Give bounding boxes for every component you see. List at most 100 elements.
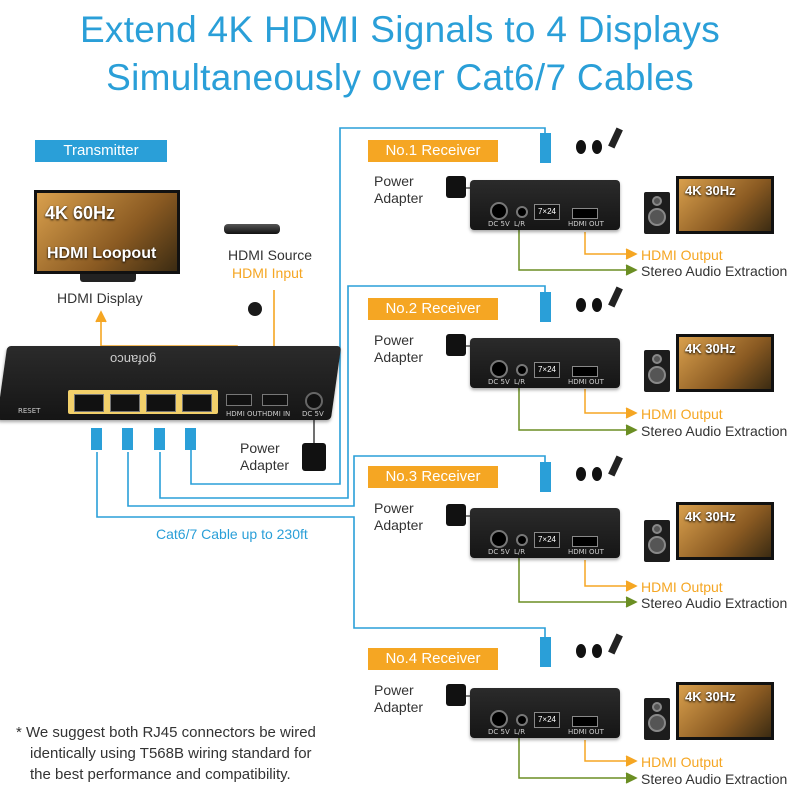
receiver-4-device: 7×24 DC 5V L/R HDMI OUT (470, 688, 620, 738)
hdmi-out-port (572, 208, 598, 219)
audio-port (516, 364, 528, 376)
display-resolution: 4K 60Hz (45, 203, 115, 224)
audio-port (516, 714, 528, 726)
receiver-2-power-1: Power (374, 331, 414, 349)
speaker-icon (644, 192, 670, 234)
receiver-4-resolution: 4K 30Hz (685, 689, 736, 704)
receiver-2-tv: 4K 30Hz (676, 334, 774, 392)
receiver-3-power-1: Power (374, 499, 414, 517)
ir-receiver-icon (576, 644, 586, 658)
rj45-plug-icon (540, 292, 551, 322)
lr-label: L/R (514, 220, 525, 228)
hdmi-out-label: HDMI OUT (568, 378, 604, 386)
ir-sensor-icon (248, 302, 262, 316)
power-adapter-icon (302, 443, 326, 471)
receiver-4-audio: Stereo Audio Extraction (641, 770, 787, 788)
hdmi-out-label: HDMI OUT (568, 728, 604, 736)
hdmi-out-label: HDMI OUT (568, 220, 604, 228)
tv-stand (80, 274, 136, 282)
hdmi-out-label: HDMI OUT (568, 548, 604, 556)
rj45-port-2 (110, 394, 140, 412)
hdmi-in-port (262, 394, 288, 406)
dc-label: DC 5V (488, 378, 510, 386)
tx-power-label-2: Adapter (240, 456, 289, 474)
receiver-4-power-1: Power (374, 681, 414, 699)
audio-port (516, 534, 528, 546)
power-adapter-icon (446, 176, 466, 198)
tx-power-label-1: Power (240, 439, 280, 457)
receiver-3-tv: 4K 30Hz (676, 502, 774, 560)
receiver-1-power-2: Adapter (374, 189, 423, 207)
receiver-3-resolution: 4K 30Hz (685, 509, 736, 524)
speaker-icon (644, 698, 670, 740)
lr-label: L/R (514, 728, 525, 736)
receiver-1-tv: 4K 30Hz (676, 176, 774, 234)
dc-label: DC 5V (488, 548, 510, 556)
ir-emitter-icon (592, 644, 602, 658)
badge-7x24: 7×24 (534, 532, 560, 548)
dc-port (490, 530, 508, 548)
rj45-plug-icon (540, 462, 551, 492)
receiver-2-device: 7×24 DC 5V L/R HDMI OUT (470, 338, 620, 388)
receiver-2-output: HDMI Output (641, 405, 723, 423)
hdmi-out-port (572, 366, 598, 377)
hdmi-source-device (224, 224, 280, 234)
audio-port (516, 206, 528, 218)
badge-7x24: 7×24 (534, 204, 560, 220)
receiver-4-output: HDMI Output (641, 753, 723, 771)
hdmi-source-label: HDMI Source (228, 246, 312, 264)
ir-emitter-icon (592, 467, 602, 481)
hdmi-input-label: HDMI Input (232, 264, 303, 282)
hdmi-in-port-label: HDMI IN (262, 410, 290, 418)
ir-emitter-icon (592, 298, 602, 312)
receiver-1-tag: No.1 Receiver (368, 140, 498, 162)
note-line-1: * We suggest both RJ45 connectors be wir… (16, 722, 316, 743)
dc-port-label: DC 5V (302, 410, 324, 418)
hdmi-out-port (226, 394, 252, 406)
rj45-plug-icon (540, 637, 551, 667)
dc-label: DC 5V (488, 220, 510, 228)
receiver-4-power-2: Adapter (374, 698, 423, 716)
receiver-3-tag: No.3 Receiver (368, 466, 498, 488)
receiver-2-power-2: Adapter (374, 348, 423, 366)
dc-port (490, 710, 508, 728)
lr-label: L/R (514, 378, 525, 386)
hdmi-out-port-label: HDMI OUT (226, 410, 262, 418)
power-adapter-icon (446, 334, 466, 356)
receiver-3-power-2: Adapter (374, 516, 423, 534)
hdmi-out-port (572, 536, 598, 547)
ir-receiver-icon (576, 140, 586, 154)
rj45-port-4 (182, 394, 212, 412)
note-line-3: the best performance and compatibility. (30, 764, 291, 785)
transmitter-tag: Transmitter (35, 140, 167, 162)
rj45-plug-icon (185, 428, 196, 450)
receiver-1-resolution: 4K 30Hz (685, 183, 736, 198)
receiver-4-tag: No.4 Receiver (368, 648, 498, 670)
dc-port (490, 360, 508, 378)
power-adapter-icon (446, 504, 466, 526)
loopout-badge: HDMI Loopout (47, 245, 156, 263)
transmitter-brand: gofanco (110, 352, 156, 367)
rj45-plug-icon (154, 428, 165, 450)
receiver-2-tag: No.2 Receiver (368, 298, 498, 320)
rj45-port-1 (74, 394, 104, 412)
receiver-1-audio: Stereo Audio Extraction (641, 262, 787, 280)
dc-port (305, 392, 323, 410)
rj45-plug-icon (540, 133, 551, 163)
receiver-1-device: 7×24 DC 5V L/R HDMI OUT (470, 180, 620, 230)
lr-label: L/R (514, 548, 525, 556)
badge-7x24: 7×24 (534, 712, 560, 728)
receiver-3-device: 7×24 DC 5V L/R HDMI OUT (470, 508, 620, 558)
badge-7x24: 7×24 (534, 362, 560, 378)
ir-receiver-icon (576, 298, 586, 312)
receiver-4-tv: 4K 30Hz (676, 682, 774, 740)
hdmi-display-tv: 4K 60Hz HDMI Loopout (34, 190, 180, 274)
speaker-icon (644, 520, 670, 562)
receiver-2-audio: Stereo Audio Extraction (641, 422, 787, 440)
rj45-plug-icon (122, 428, 133, 450)
ir-receiver-icon (576, 467, 586, 481)
hdmi-out-port (572, 716, 598, 727)
note-line-2: identically using T568B wiring standard … (30, 743, 312, 764)
hdmi-display-label: HDMI Display (57, 289, 143, 307)
receiver-1-power-1: Power (374, 172, 414, 190)
